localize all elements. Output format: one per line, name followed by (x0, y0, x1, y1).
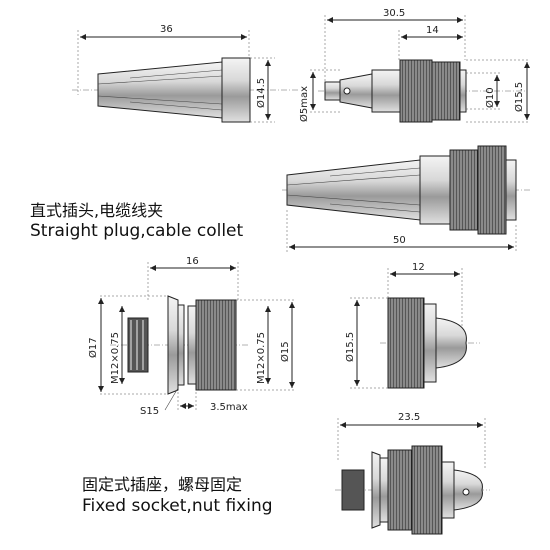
socket-side-view: 16 Ø17 M12×0.75 M12×0.75 Ø15 S15 3.5max (87, 256, 295, 417)
socket-thread (195, 299, 237, 391)
socket-caption-cn: 固定式插座，螺母固定 (82, 475, 242, 494)
dim-16: 16 (186, 256, 199, 267)
hex-nut (167, 295, 179, 395)
assembled-collet (286, 159, 421, 221)
collet-side-view: 36 Ø14.5 (72, 24, 300, 123)
dim-36: 36 (160, 24, 173, 35)
dim-3-5max: 3.5max (210, 402, 248, 413)
dim-50: 50 (393, 235, 406, 246)
plug-knurl-1 (399, 59, 433, 123)
dim-5max: Ø5max (298, 86, 310, 122)
dim-12: 12 (412, 262, 425, 273)
plug-knurl-2 (431, 61, 461, 121)
collet-nut (221, 57, 251, 123)
collet-cone (97, 61, 223, 119)
dim-15: Ø15 (279, 341, 291, 362)
dim-s15: S15 (140, 406, 159, 417)
plug-caption-en: Straight plug,cable collet (30, 221, 243, 241)
dim-17: Ø17 (87, 337, 99, 358)
plug-caption-cn: 直式插头,电缆线夹 (30, 201, 163, 220)
assembled-knurl-2 (477, 145, 507, 235)
dim-15-5-a: Ø15.5 (513, 82, 525, 112)
dim-14: 14 (426, 25, 439, 36)
dim-m12-b: M12×0.75 (256, 332, 267, 384)
dim-15-5-b: Ø15.5 (344, 332, 356, 362)
dim-14-5: Ø14.5 (255, 78, 267, 108)
dim-30-5: 30.5 (383, 8, 405, 19)
cap-knurl (387, 297, 425, 389)
assembled-socket-view: 23.5 (335, 412, 490, 535)
socket-caption-en: Fixed socket,nut fixing (82, 496, 273, 516)
dim-10: Ø10 (484, 87, 496, 108)
dim-m12-a: M12×0.75 (110, 332, 121, 384)
cable-stub (324, 81, 341, 101)
assembled-plug-view: 50 (282, 145, 530, 252)
plug-side-view: 30.5 14 Ø10 Ø15.5 Ø5max (298, 8, 530, 123)
dust-cap (435, 317, 467, 369)
dim-23-5: 23.5 (398, 412, 420, 423)
assembled-knurl-1 (449, 149, 479, 231)
socket-cap-view: 12 Ø15.5 (344, 262, 480, 389)
